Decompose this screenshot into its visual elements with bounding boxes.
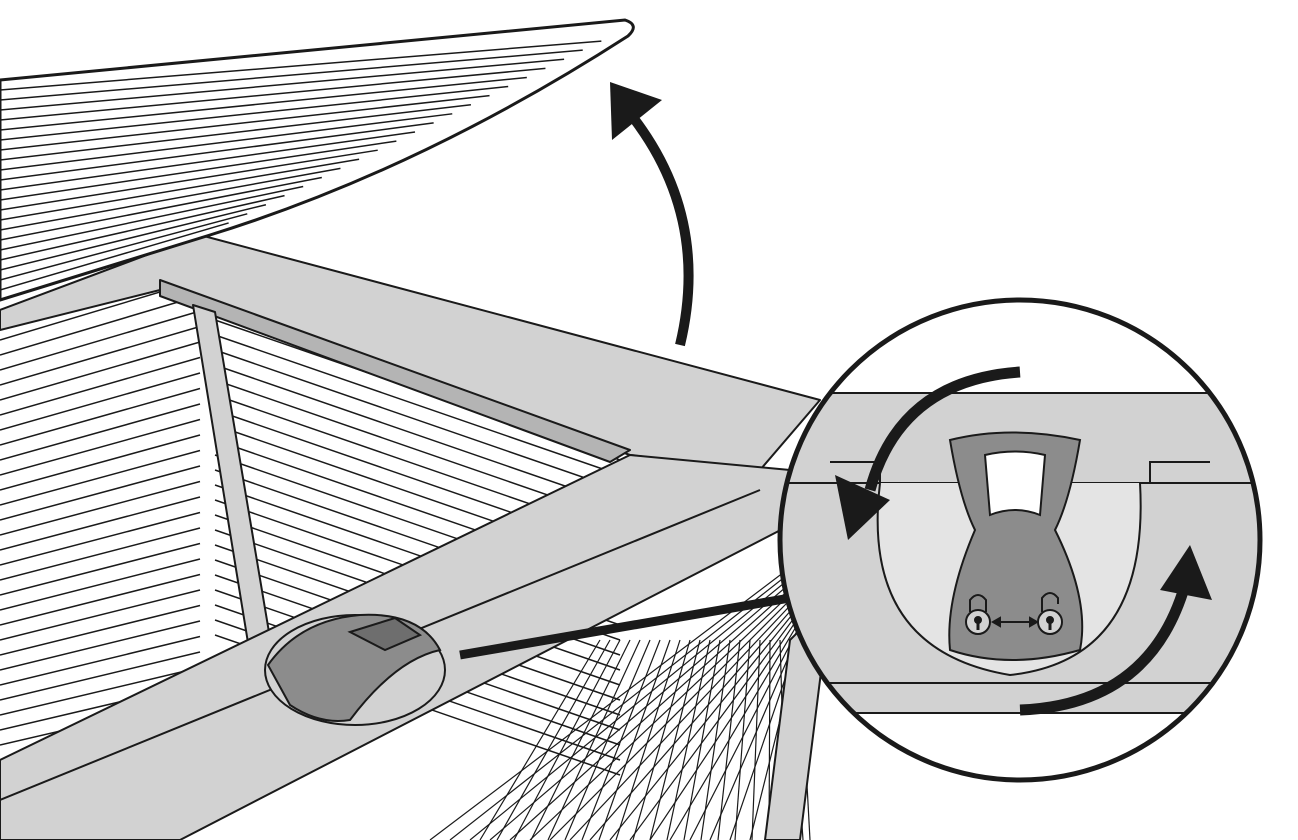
lid-slat-line (0, 167, 341, 231)
mesh-line (689, 624, 801, 840)
magnifier-connector (459, 593, 791, 660)
lid-slat-line (0, 203, 267, 271)
mesh-line (629, 609, 801, 840)
mesh-line (683, 639, 721, 840)
side-slat-line (0, 325, 201, 386)
corner-post (192, 304, 273, 656)
rotate-clockwise-arrow-icon (1019, 545, 1212, 716)
lid-slats (0, 40, 602, 291)
lid (0, 18, 635, 302)
side-slat-line (0, 465, 201, 521)
lid-slat-line (0, 122, 434, 181)
lid-slat-line (0, 213, 248, 281)
latch-button[interactable] (347, 616, 423, 652)
side-slat-line (0, 403, 201, 461)
lid-slat-line (0, 131, 416, 191)
box-frame (0, 234, 831, 840)
lid-slat-line (0, 49, 583, 101)
mesh-line (615, 639, 681, 840)
mesh-line (632, 639, 691, 840)
side-slat-line (0, 310, 201, 371)
lock-open-icon (1037, 592, 1063, 635)
side-slat-line (0, 496, 201, 551)
mesh-line (709, 629, 801, 840)
side-slat-line (0, 449, 201, 506)
mesh-line (717, 639, 741, 840)
side-slat-line (0, 294, 201, 356)
side-slat-line (0, 635, 201, 686)
mesh-line (513, 639, 621, 840)
mesh-line (598, 639, 671, 840)
lid-slat-line (0, 67, 546, 121)
side-slat-line (0, 651, 201, 701)
back-slat-line (214, 349, 621, 491)
mesh-line (734, 639, 751, 840)
side-slat-line (0, 418, 201, 476)
side-slat-line (0, 480, 201, 536)
latch-finger-hole (983, 450, 1047, 517)
lid-slat-line (0, 40, 602, 91)
lid-slat-line (0, 113, 453, 171)
back-slat-line (214, 364, 621, 506)
mesh-line (509, 579, 801, 840)
side-slat-line (0, 387, 201, 446)
side-slat-line (0, 527, 201, 581)
mesh-line (569, 594, 801, 840)
back-top-rail (0, 234, 821, 471)
lid-open-arrow-icon (610, 82, 694, 347)
inner-rail-shadow (159, 279, 631, 463)
mesh-line (666, 639, 711, 840)
side-slat-line (0, 666, 201, 716)
lid-slat-line (0, 149, 378, 211)
mesh-line (547, 639, 641, 840)
lid-slat-line (0, 58, 565, 111)
mesh-line (751, 639, 761, 840)
lid-slat-line (0, 222, 229, 291)
side-slat-line (0, 372, 201, 431)
back-slat-line (214, 334, 621, 476)
lid-slat-line (0, 94, 490, 151)
mesh-line (564, 639, 651, 840)
mesh-line (700, 639, 731, 840)
lid-slat-line (0, 140, 397, 201)
front-mesh-panel (429, 559, 811, 840)
side-slat-line (0, 511, 201, 566)
lid-slat-line (0, 103, 471, 161)
mesh-line (649, 639, 701, 840)
side-slat-line (0, 573, 201, 626)
side-slat-line (0, 542, 201, 596)
mesh-line (549, 589, 801, 840)
lid-slat-line (0, 85, 509, 141)
mesh-line (489, 574, 801, 840)
side-slat-line (0, 356, 201, 416)
lid-slat-line (0, 76, 527, 131)
mesh-line (589, 599, 801, 840)
side-slat-line (0, 558, 201, 611)
double-arrow-icon (990, 616, 1040, 628)
side-slat-line (0, 341, 201, 401)
mesh-line (669, 619, 801, 840)
lid-slat-line (0, 176, 322, 241)
mesh-line (529, 584, 801, 840)
magnified-detail (777, 297, 1263, 783)
side-slat-line (0, 589, 201, 641)
side-slat-line (0, 604, 201, 656)
mesh-line (479, 639, 601, 840)
side-slat-line (0, 434, 201, 491)
lid-slat-line (0, 194, 285, 261)
lid-slat-line (0, 185, 304, 251)
side-slat-line (0, 620, 201, 671)
latch[interactable] (264, 613, 446, 726)
detail-latch-plate[interactable] (948, 431, 1084, 661)
rotate-counterclockwise-arrow-icon (835, 366, 1021, 540)
lock-closed-icon (965, 594, 991, 635)
lid-slat-line (0, 158, 360, 221)
mesh-line (581, 639, 661, 840)
mesh-line (496, 639, 611, 840)
